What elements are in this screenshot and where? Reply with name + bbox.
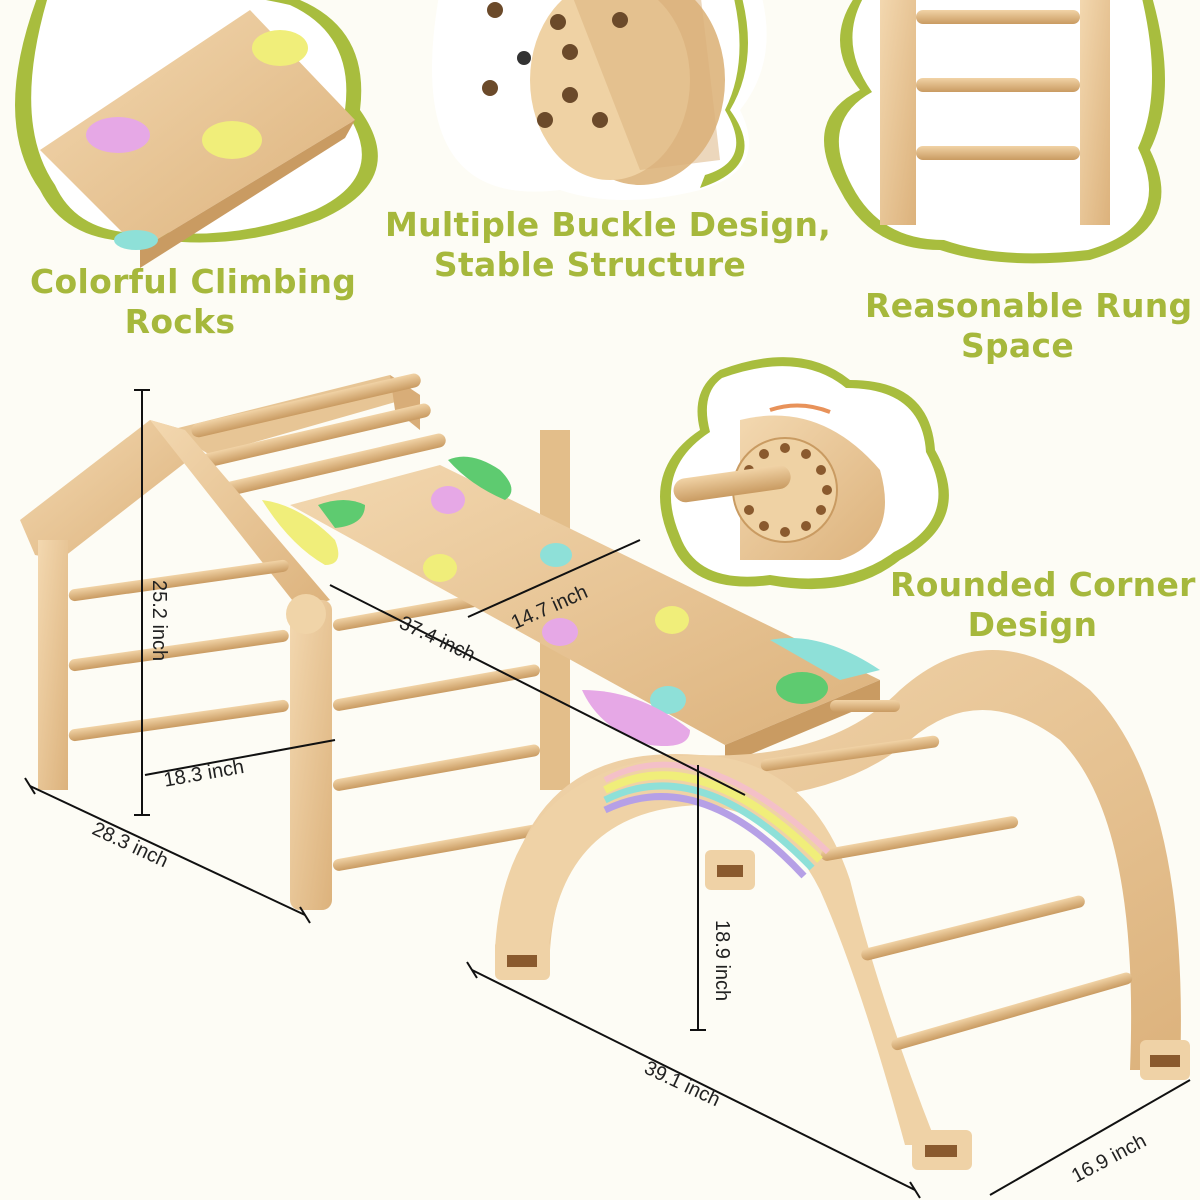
feature-line: Colorful Climbing: [30, 262, 357, 301]
hold-cyan: [540, 543, 572, 567]
hold-cyan: [770, 638, 880, 680]
peg-hole: [816, 465, 826, 475]
feature-line: Rocks: [124, 301, 236, 341]
peg-hole: [816, 505, 826, 515]
dim-line-arch-width: [989, 1079, 1191, 1196]
dim-triangle-height: 25.2 inch: [148, 580, 170, 662]
peg-hole: [780, 527, 790, 537]
feature-rung-space: Reasonable Rung Space: [865, 286, 1193, 365]
peg-hole: [482, 80, 498, 96]
hold-cyan: [650, 686, 686, 714]
rung-space-badge: [824, 0, 1165, 264]
peg-hole: [612, 12, 628, 28]
hold-green: [448, 456, 512, 500]
hold-yellow: [423, 554, 457, 582]
peg-hole: [592, 112, 608, 128]
hold-green: [776, 672, 828, 704]
hold-pink: [542, 618, 578, 646]
rounded-corner-badge: [660, 357, 949, 590]
ladder-closeup: [880, 0, 1110, 225]
rounded-corner-closeup: [673, 403, 885, 560]
peg-hole: [744, 505, 754, 515]
climbing-rocks-badge: [15, 0, 378, 268]
climbing-board-closeup: [40, 10, 355, 268]
dim-line-ramp-length: [329, 584, 746, 796]
peg-hole: [801, 521, 811, 531]
peg-hole: [759, 521, 769, 531]
hold-yellow: [655, 606, 689, 634]
feature-line: Rounded Corner: [890, 565, 1196, 604]
triangle-climber: [20, 373, 570, 910]
hold-yellow: [252, 30, 308, 66]
dim-arch-height: 18.9 inch: [711, 920, 733, 1002]
dim-line-ramp-width: [467, 539, 641, 618]
peg-hole: [487, 2, 503, 18]
hold-yellow: [202, 121, 262, 159]
hold-yellow: [262, 500, 339, 565]
feature-line: Multiple Buckle Design,: [385, 205, 832, 244]
hold-pink: [582, 690, 690, 746]
buckle-design-badge: [432, 0, 767, 200]
hold-green: [318, 500, 365, 528]
peg-hole: [822, 485, 832, 495]
arch-rocker: [495, 650, 1190, 1170]
feature-climbing-rocks: Colorful Climbing Rocks: [30, 262, 357, 341]
peg-hole: [562, 87, 578, 103]
feature-line: Design: [967, 604, 1098, 644]
feature-buckle-design: Multiple Buckle Design, Stable Structure: [385, 205, 832, 284]
feature-line: Reasonable Rung: [865, 286, 1193, 325]
hold-pink: [86, 117, 150, 153]
dim-line-inner-width: [144, 739, 336, 776]
dim-line-depth: [29, 785, 306, 916]
dimension-lines: [24, 389, 1191, 1199]
feature-line: Space: [960, 325, 1075, 365]
hold-pink: [431, 486, 465, 514]
peg-hole: [550, 14, 566, 30]
peg-hole: [537, 112, 553, 128]
peg-hole: [780, 443, 790, 453]
feature-rounded-corner: Rounded Corner Design: [890, 565, 1196, 644]
peg-hole: [517, 51, 531, 65]
feature-line: Stable Structure: [433, 244, 747, 284]
peg-hole: [562, 44, 578, 60]
dim-line-arch-length: [471, 969, 916, 1191]
hold-cyan: [114, 230, 158, 250]
peg-hole: [801, 449, 811, 459]
peg-hole: [759, 449, 769, 459]
buckle-closeup: [482, 0, 725, 185]
rainbow-decal: [603, 761, 831, 879]
